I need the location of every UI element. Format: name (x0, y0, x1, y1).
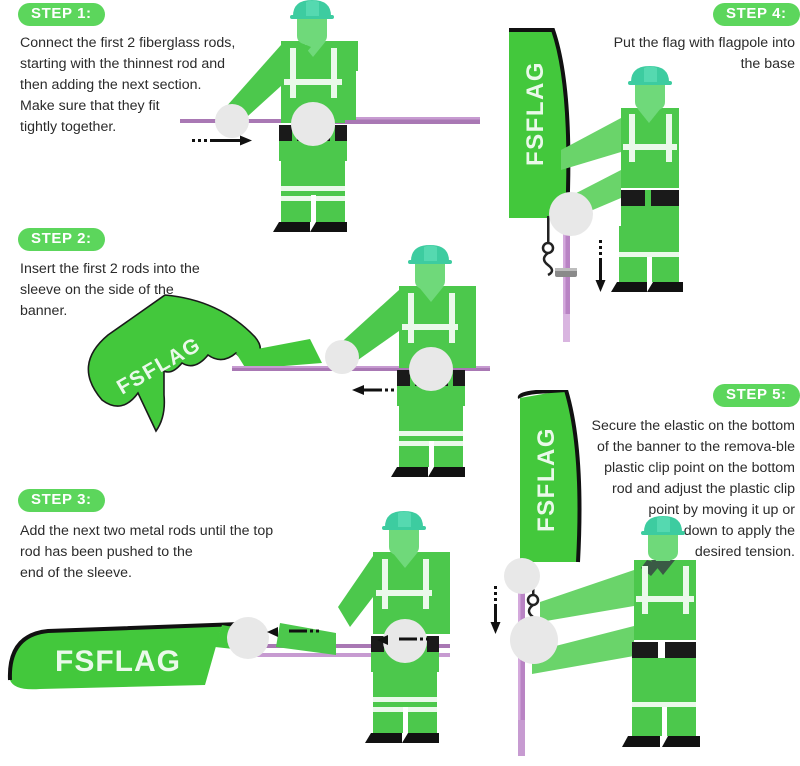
flagpole-step5 (518, 560, 525, 756)
hand-right (409, 347, 453, 391)
step-1-text: Connect the first 2 fiberglass rods, sta… (20, 35, 236, 135)
worker-figure-step4 (555, 66, 683, 292)
rod-step2 (232, 366, 490, 371)
rod-step3-upper (240, 644, 450, 648)
hand-step4 (549, 192, 593, 236)
dashed-arrow-left-step2 (352, 385, 394, 395)
step-1-badge: STEP 1: (18, 3, 105, 26)
dashed-arrow-left-b (377, 635, 429, 645)
worker-figure-step3 (338, 511, 450, 743)
step-5-badge: STEP 5: (713, 384, 800, 407)
hand-left-step3 (227, 617, 269, 659)
hand-upper-step5 (504, 558, 540, 594)
flag-label-step2: FSFLAG (113, 333, 205, 399)
dashed-arrow-down-step5 (490, 586, 501, 634)
worker-figure-step2 (325, 245, 476, 477)
hand-lower-step5 (510, 616, 558, 664)
elastic-hook-step5 (526, 566, 540, 629)
rod-step3-lower (250, 653, 450, 657)
step-5-text: Secure the elastic on the bottom of the … (591, 418, 795, 560)
dashed-arrow-left-a (267, 627, 319, 637)
fiberglass-rod-thick (308, 117, 480, 124)
elastic-hook-step4 (541, 216, 555, 277)
dashed-arrow-down-step4 (595, 240, 606, 292)
step-4-text: Put the flag with flagpole into the base (613, 35, 795, 72)
step-2-badge: STEP 2: (18, 228, 105, 251)
flag-label-step4: FSFLAG (522, 61, 549, 166)
flag-label-step3: FSFLAG (55, 645, 181, 678)
hand-right (383, 619, 427, 663)
horizontal-banner: FSFLAG (7, 622, 241, 690)
step-2-text: Insert the first 2 rods into the sleeve … (20, 261, 200, 319)
step-3-text: Add the next two metal rods until the to… (20, 523, 274, 581)
hand-left (325, 340, 359, 374)
hand-right (291, 102, 335, 146)
step-3-badge: STEP 3: (18, 489, 105, 512)
plastic-clip-step4 (555, 268, 577, 277)
flagpole-step4 (563, 214, 570, 342)
step-4-badge: STEP 4: (713, 3, 800, 26)
